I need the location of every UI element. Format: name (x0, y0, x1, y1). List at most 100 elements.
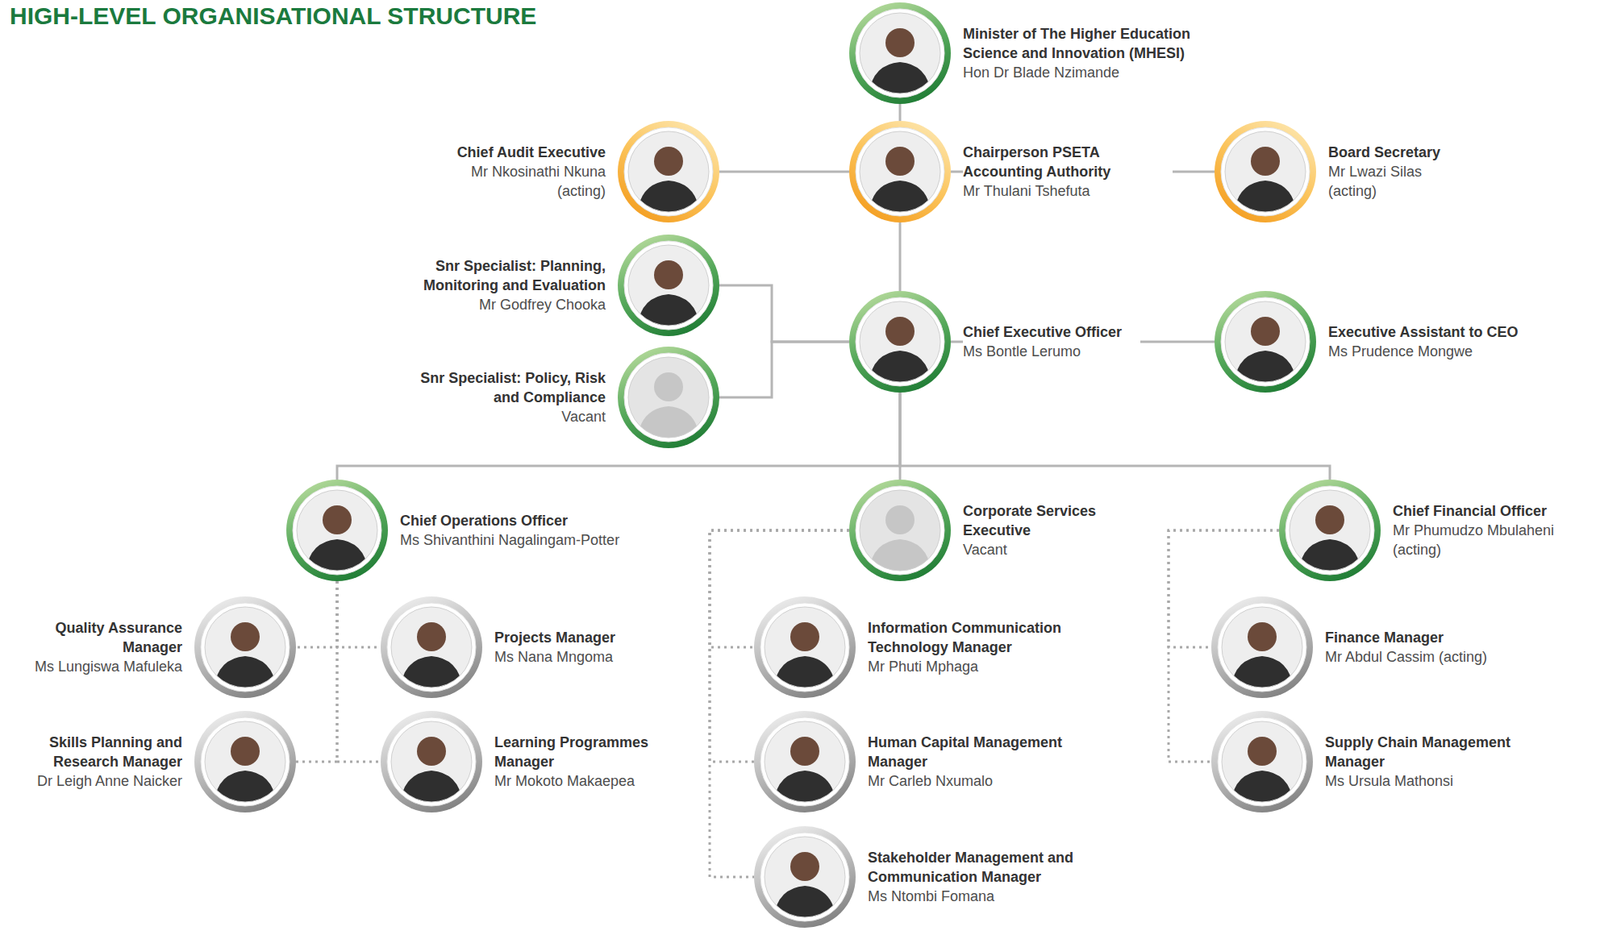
dotted-reporting-line (337, 581, 381, 648)
portrait-ring (1211, 711, 1313, 813)
person-name: Dr Leigh Anne Naicker (8, 771, 183, 792)
position-node: Chief Audit ExecutiveMr Nkosinathi Nkuna… (617, 120, 720, 223)
portrait-ring (380, 711, 483, 813)
position-label: Chairperson PSETA Accounting AuthorityMr… (962, 142, 1173, 201)
portrait-ring (1211, 596, 1313, 699)
position-node: Executive Assistant to CEOMs Prudence Mo… (1214, 291, 1317, 393)
portrait-ring (1214, 120, 1317, 223)
position-label: Projects ManagerMs Nana Mngoma (494, 628, 700, 667)
position-label: Board SecretaryMr Lwazi Silas (acting) (1328, 142, 1458, 201)
portrait-ring (754, 711, 856, 813)
person-name: Mr Phumudzo Mbulaheni (acting) (1392, 520, 1587, 560)
position-title: Human Capital Management Manager (867, 733, 1110, 772)
position-node: Information Communication Technology Man… (754, 596, 856, 699)
dotted-reporting-line (295, 581, 338, 763)
portrait-ring (849, 120, 951, 223)
position-title: Minister of The Higher Education Science… (962, 24, 1205, 63)
position-label: Chief Executive OfficerMs Bontle Lerumo (962, 322, 1141, 362)
portrait-ring (194, 596, 296, 699)
dotted-reporting-line (709, 530, 850, 878)
position-title: Snr Specialist: Planning, Monitoring and… (412, 256, 606, 296)
position-node: Board SecretaryMr Lwazi Silas (acting) (1214, 120, 1317, 223)
person-name: Vacant (412, 407, 606, 427)
position-label: Executive Assistant to CEOMs Prudence Mo… (1328, 322, 1571, 362)
position-title: Information Communication Technology Man… (867, 618, 1110, 658)
portrait-ring (380, 596, 483, 699)
position-label: Chief Operations OfficerMs Shivanthini N… (400, 511, 667, 550)
position-title: Chief Audit Executive (444, 142, 606, 163)
position-title: Chief Financial Officer (1392, 501, 1587, 521)
position-node: Chairperson PSETA Accounting AuthorityMr… (849, 120, 951, 223)
position-label: Chief Financial OfficerMr Phumudzo Mbula… (1392, 501, 1587, 560)
position-node: Projects ManagerMs Nana Mngoma (380, 596, 483, 699)
chart-title: HIGH-LEVEL ORGANISATIONAL STRUCTURE (9, 1, 537, 31)
portrait-ring (754, 596, 856, 699)
portrait-ring (849, 291, 951, 393)
person-name: Mr Thulani Tshefuta (962, 181, 1173, 201)
portrait-ring (617, 234, 720, 337)
person-name: Mr Nkosinathi Nkuna (acting) (444, 162, 606, 201)
position-node: Stakeholder Management and Communication… (754, 826, 856, 929)
reporting-line (899, 104, 902, 121)
person-name: Mr Lwazi Silas (acting) (1328, 162, 1458, 201)
person-name: Ms Lungiswa Mafuleka (8, 657, 183, 677)
position-title: Chief Executive Officer (962, 322, 1141, 342)
person-name: Mr Abdul Cassim (acting) (1325, 647, 1567, 667)
reporting-line (719, 170, 850, 174)
portrait-ring (194, 711, 296, 813)
person-name: Ms Nana Mngoma (494, 647, 700, 667)
position-title: Executive Assistant to CEO (1328, 322, 1571, 342)
person-name: Mr Godfrey Chooka (412, 295, 606, 315)
person-name: Mr Phuti Mphaga (867, 657, 1110, 677)
position-label: Snr Specialist: Planning, Monitoring and… (412, 256, 606, 315)
position-node: Learning Programmes ManagerMr Mokoto Mak… (380, 711, 483, 813)
reporting-line (719, 341, 850, 398)
position-title: Learning Programmes Manager (494, 733, 700, 772)
position-title: Corporate Services Executive (962, 501, 1125, 541)
position-node: Chief Financial OfficerMr Phumudzo Mbula… (1279, 479, 1381, 582)
person-name: Ms Ursula Mathonsi (1325, 771, 1567, 792)
position-node: Human Capital Management ManagerMr Carle… (754, 711, 856, 813)
portrait-ring (1214, 291, 1317, 393)
position-node: Corporate Services ExecutiveVacant (849, 479, 951, 582)
position-title: Supply Chain Management Manager (1325, 733, 1567, 772)
position-label: Supply Chain Management ManagerMs Ursula… (1325, 733, 1567, 792)
person-name: Mr Carleb Nxumalo (867, 771, 1110, 792)
position-label: Human Capital Management ManagerMr Carle… (867, 733, 1110, 792)
person-name: Ms Shivanthini Nagalingam-Potter (400, 530, 667, 550)
position-label: Quality Assurance ManagerMs Lungiswa Maf… (8, 618, 183, 677)
position-node: Finance ManagerMr Abdul Cassim (acting) (1211, 596, 1313, 699)
position-label: Corporate Services ExecutiveVacant (962, 501, 1125, 560)
reporting-line (899, 222, 902, 292)
position-title: Finance Manager (1325, 628, 1567, 648)
position-title: Chief Operations Officer (400, 511, 667, 531)
position-node: Minister of The Higher Education Science… (849, 2, 951, 105)
reporting-line (719, 285, 850, 342)
position-label: Minister of The Higher Education Science… (962, 24, 1205, 83)
position-label: Chief Audit ExecutiveMr Nkosinathi Nkuna… (444, 142, 606, 201)
portrait-ring (617, 346, 720, 449)
position-node: Skills Planning and Research ManagerDr L… (194, 711, 296, 813)
position-title: Quality Assurance Manager (8, 618, 183, 658)
portrait-ring (286, 479, 388, 582)
position-label: Learning Programmes ManagerMr Mokoto Mak… (494, 733, 700, 792)
position-title: Skills Planning and Research Manager (8, 733, 183, 772)
portrait-ring (754, 826, 856, 929)
position-title: Board Secretary (1328, 142, 1458, 163)
position-node: Quality Assurance ManagerMs Lungiswa Maf… (194, 596, 296, 699)
position-node: Chief Operations OfficerMs Shivanthini N… (286, 479, 388, 582)
position-label: Skills Planning and Research ManagerDr L… (8, 733, 183, 792)
position-node: Supply Chain Management ManagerMs Ursula… (1211, 711, 1313, 813)
portrait-ring (1279, 479, 1381, 582)
dotted-reporting-line (337, 581, 381, 763)
position-label: Snr Specialist: Policy, Risk and Complia… (412, 368, 606, 427)
person-name: Vacant (962, 540, 1125, 560)
portrait-ring (617, 120, 720, 223)
position-label: Finance ManagerMr Abdul Cassim (acting) (1325, 628, 1567, 667)
person-name: Ms Bontle Lerumo (962, 341, 1141, 362)
reporting-line (900, 392, 1330, 480)
position-node: Chief Executive OfficerMs Bontle Lerumo (849, 291, 951, 393)
person-name: Mr Mokoto Makaepea (494, 771, 700, 792)
position-title: Snr Specialist: Policy, Risk and Complia… (412, 368, 606, 408)
